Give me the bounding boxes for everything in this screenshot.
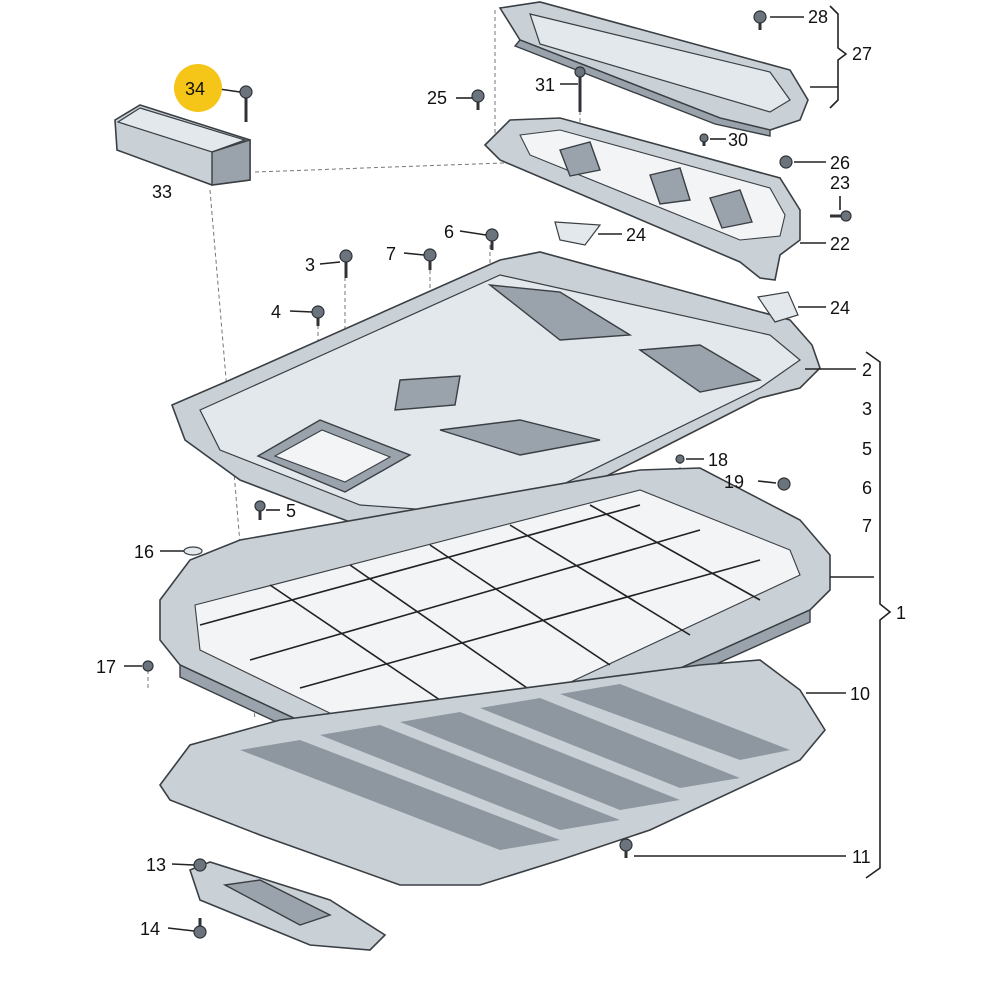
underbody-ribs xyxy=(240,684,790,850)
callout-6-list: 6 xyxy=(862,478,872,498)
callout-4: 4 xyxy=(271,302,281,322)
callout-16: 16 xyxy=(134,542,154,562)
callout-5-list: 5 xyxy=(862,439,872,459)
bracket-13 xyxy=(189,861,387,951)
top-cover-27 xyxy=(498,1,809,137)
callout-3: 3 xyxy=(305,255,315,275)
callout-17: 17 xyxy=(96,657,116,677)
callout-25: 25 xyxy=(427,88,447,108)
callout-19: 19 xyxy=(724,472,744,492)
callout-34: 34 xyxy=(185,79,205,99)
fasteners xyxy=(142,10,852,939)
callout-18: 18 xyxy=(708,450,728,470)
callout-13: 13 xyxy=(146,855,166,875)
callout-7-list: 7 xyxy=(862,516,872,536)
callout-7: 7 xyxy=(386,244,396,264)
callout-22: 22 xyxy=(830,234,850,254)
underbody-plate-10 xyxy=(159,659,826,886)
callout-11: 11 xyxy=(852,847,871,867)
callout-27: 27 xyxy=(852,44,872,64)
control-unit-33 xyxy=(114,104,251,186)
callout-6: 6 xyxy=(444,222,454,242)
callout-1: 1 xyxy=(896,603,906,623)
callout-labels: 34 33 28 27 25 31 30 26 23 22 24 24 6 7 … xyxy=(96,7,906,939)
callout-23: 23 xyxy=(830,173,850,193)
callout-33: 33 xyxy=(152,182,172,202)
callout-14: 14 xyxy=(140,919,160,939)
callout-30: 30 xyxy=(728,130,748,150)
cell-grid-dividers xyxy=(199,504,761,701)
leader-lines xyxy=(124,16,874,932)
cover-plate-2 xyxy=(170,251,821,539)
highlight-marker xyxy=(174,64,222,112)
callout-24-upper: 24 xyxy=(626,225,646,245)
callout-24-lower: 24 xyxy=(830,298,850,318)
callout-31: 31 xyxy=(535,75,555,95)
callout-braces xyxy=(829,5,892,879)
housing-tray-22 xyxy=(483,117,801,281)
callout-26: 26 xyxy=(830,153,850,173)
callout-3-list: 3 xyxy=(862,399,872,419)
callout-28: 28 xyxy=(808,7,828,27)
callout-10: 10 xyxy=(850,684,870,704)
callout-5: 5 xyxy=(286,501,296,521)
callout-2: 2 xyxy=(862,360,872,380)
